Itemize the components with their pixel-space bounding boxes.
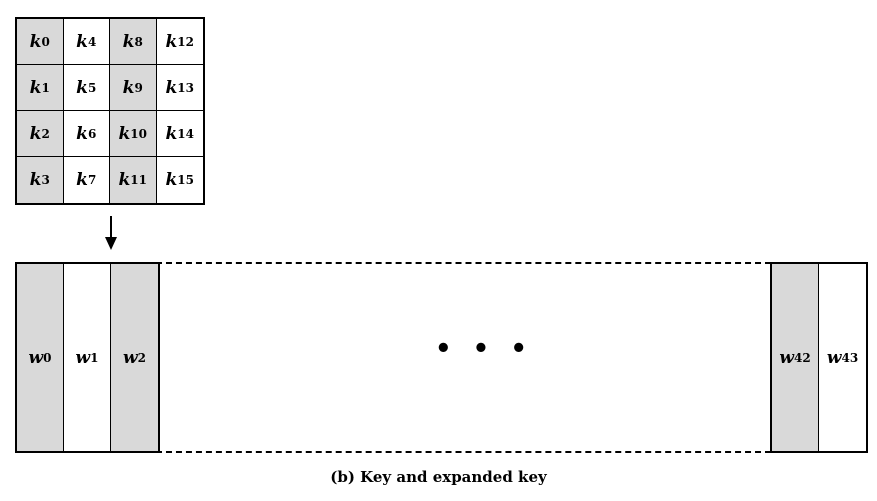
down-arrow-icon <box>105 216 117 250</box>
dashed-line-bottom <box>156 451 771 453</box>
dashed-line-top <box>156 262 771 264</box>
ellipsis: • • • <box>435 334 533 364</box>
figure-caption: (b) Key and expanded key <box>330 468 547 486</box>
